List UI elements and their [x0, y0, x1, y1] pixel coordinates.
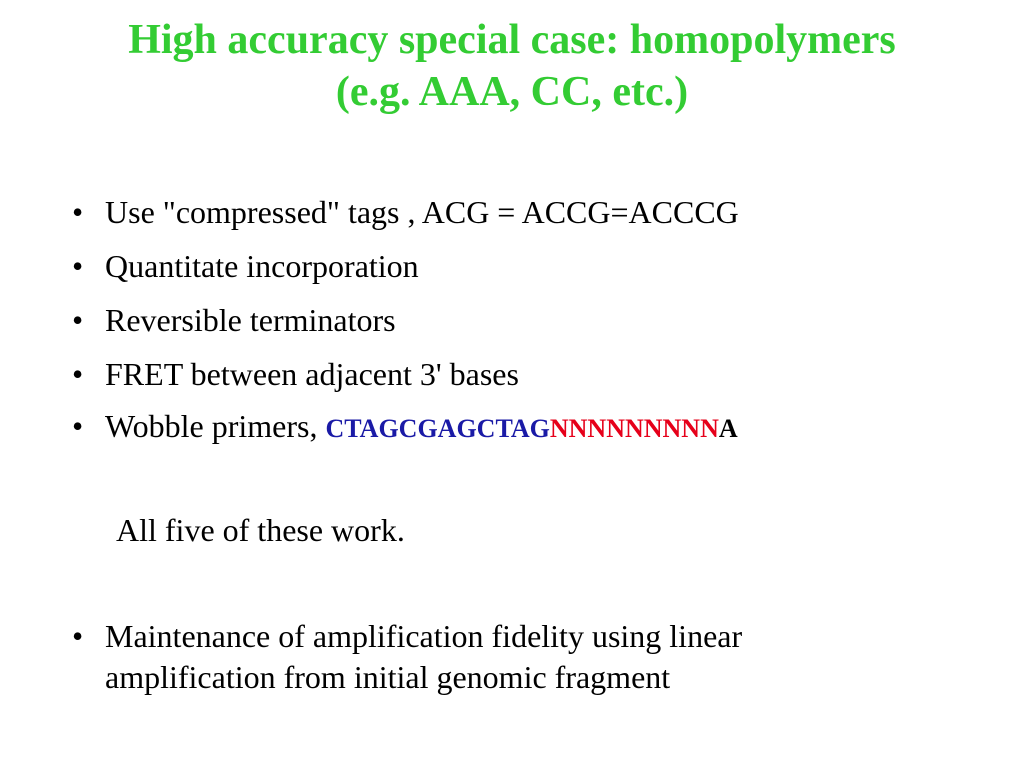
bullet-item-amplification-fidelity: • Maintenance of amplification fidelity … [72, 616, 972, 698]
final-bullet-line-1: Maintenance of amplification fidelity us… [105, 618, 743, 654]
bullet-item-fret: • FRET between adjacent 3' bases [72, 354, 972, 395]
bullet-item-reversible-terminators: • Reversible terminators [72, 300, 972, 341]
bullet-text: Quantitate incorporation [105, 248, 419, 284]
slide-title-line-1: High accuracy special case: homopolymers [128, 17, 896, 63]
bullet-marker: • [72, 408, 84, 444]
bullet-marker: • [72, 302, 84, 338]
slide-title-line-2: (e.g. AAA, CC, etc.) [335, 69, 689, 115]
bullet-marker: • [72, 356, 84, 392]
primer-sequence-end: A [718, 414, 738, 443]
bullet-item-quantitate: • Quantitate incorporation [72, 246, 972, 287]
bullet-item-wobble-primers: • Wobble primers, CTAGCGAGCTAGNNNNNNNNNA [72, 406, 972, 449]
wobble-primers-label: Wobble primers, [105, 408, 326, 444]
primer-sequence-fixed: CTAGCGAGCTAG [325, 414, 550, 443]
bullet-marker: • [72, 618, 84, 654]
bullet-marker: • [72, 248, 84, 284]
bullet-marker: • [72, 194, 84, 230]
primer-sequence-wobble: NNNNNNNNN [549, 414, 719, 443]
bullet-text: Use "compressed" tags , ACG = ACCG=ACCCG [105, 194, 739, 230]
bullet-text: Wobble primers, CTAGCGAGCTAGNNNNNNNNNA [105, 406, 972, 449]
bullet-item-compressed-tags: • Use "compressed" tags , ACG = ACCG=ACC… [72, 192, 972, 233]
final-bullet-line-2: amplification from initial genomic fragm… [105, 659, 671, 695]
bullet-text: Maintenance of amplification fidelity us… [105, 616, 972, 698]
slide-title: High accuracy special case: homopolymers… [0, 14, 1024, 118]
bullet-text: Reversible terminators [105, 302, 396, 338]
bullet-text: FRET between adjacent 3' bases [105, 356, 519, 392]
summary-note: All five of these work. [116, 512, 405, 548]
